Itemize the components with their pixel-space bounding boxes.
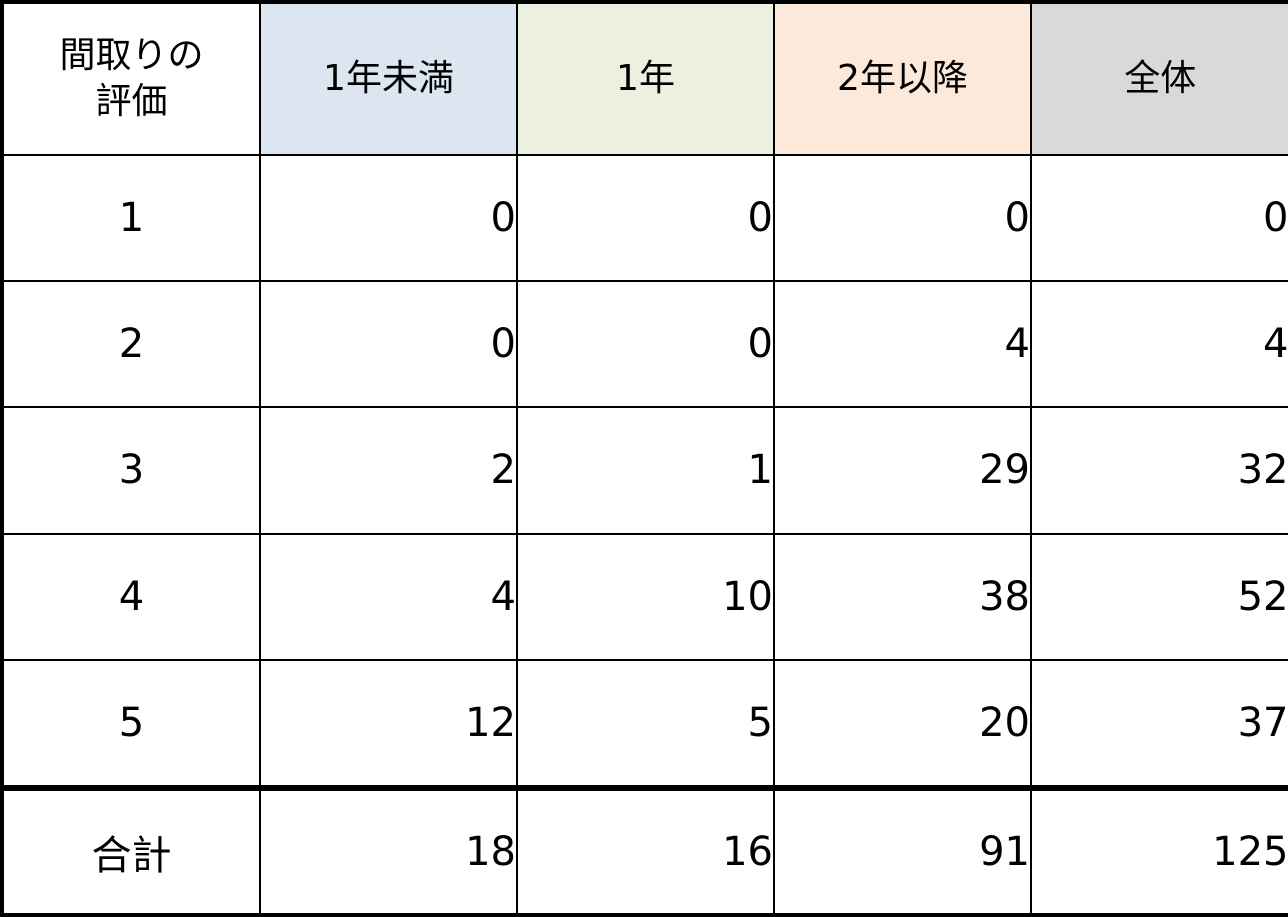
cell-value: 4 bbox=[1030, 280, 1288, 409]
cell-value: 4 bbox=[773, 280, 1032, 409]
column-header-1-year: 1年 bbox=[516, 0, 775, 157]
row-label: 4 bbox=[0, 532, 261, 661]
cell-value: 32 bbox=[1030, 406, 1288, 535]
cell-value: 2 bbox=[259, 406, 518, 535]
header-corner-cell: 間取りの 評価 bbox=[0, 0, 261, 157]
cell-value: 4 bbox=[259, 532, 518, 661]
cell-value: 1 bbox=[516, 406, 775, 535]
cell-value: 37 bbox=[1030, 658, 1288, 789]
total-value: 16 bbox=[516, 784, 775, 917]
column-header-2-years-plus: 2年以降 bbox=[773, 0, 1032, 157]
column-header-overall: 全体 bbox=[1030, 0, 1288, 157]
row-label: 1 bbox=[0, 154, 261, 283]
cell-value: 0 bbox=[259, 280, 518, 409]
cell-value: 29 bbox=[773, 406, 1032, 535]
table-row: 1 0 0 0 0 bbox=[0, 154, 1288, 283]
cell-value: 0 bbox=[773, 154, 1032, 283]
table-row: 3 2 1 29 32 bbox=[0, 406, 1288, 535]
table-row: 5 12 5 20 37 bbox=[0, 658, 1288, 789]
cell-value: 0 bbox=[1030, 154, 1288, 283]
cell-value: 5 bbox=[516, 658, 775, 789]
column-header-under-1-year: 1年未満 bbox=[259, 0, 518, 157]
cell-value: 0 bbox=[516, 280, 775, 409]
total-value: 125 bbox=[1030, 784, 1288, 917]
cell-value: 20 bbox=[773, 658, 1032, 789]
cell-value: 10 bbox=[516, 532, 775, 661]
corner-label-line-2: 評価 bbox=[95, 81, 168, 123]
cell-value: 12 bbox=[259, 658, 518, 789]
table-row: 4 4 10 38 52 bbox=[0, 532, 1288, 661]
cell-value: 0 bbox=[259, 154, 518, 283]
total-row: 合計 18 16 91 125 bbox=[0, 784, 1288, 917]
cell-value: 38 bbox=[773, 532, 1032, 661]
row-label: 2 bbox=[0, 280, 261, 409]
cell-value: 52 bbox=[1030, 532, 1288, 661]
corner-label-line-1: 間取りの bbox=[59, 35, 204, 77]
total-label: 合計 bbox=[0, 784, 261, 917]
header-row: 間取りの 評価 1年未満 1年 2年以降 全体 bbox=[0, 0, 1288, 157]
row-label: 3 bbox=[0, 406, 261, 535]
total-value: 91 bbox=[773, 784, 1032, 917]
row-label: 5 bbox=[0, 658, 261, 789]
table-row: 2 0 0 4 4 bbox=[0, 280, 1288, 409]
cell-value: 0 bbox=[516, 154, 775, 283]
total-value: 18 bbox=[259, 784, 518, 917]
